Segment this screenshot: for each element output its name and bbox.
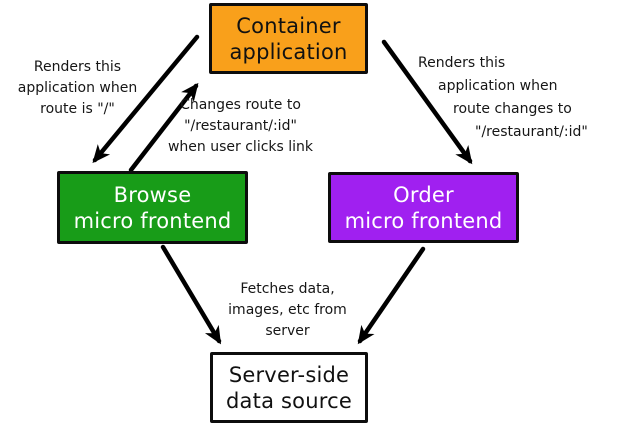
arrow-container-to-browse (92, 34, 200, 164)
arrow-order-to-server (357, 246, 426, 345)
label-changes-route-on-click: Changes route to"/restaurant/:id"when us… (167, 97, 314, 155)
arrow-browse-to-server (160, 244, 222, 345)
arrow-browse-to-container (128, 82, 199, 173)
arrow-container-to-order (381, 39, 473, 165)
